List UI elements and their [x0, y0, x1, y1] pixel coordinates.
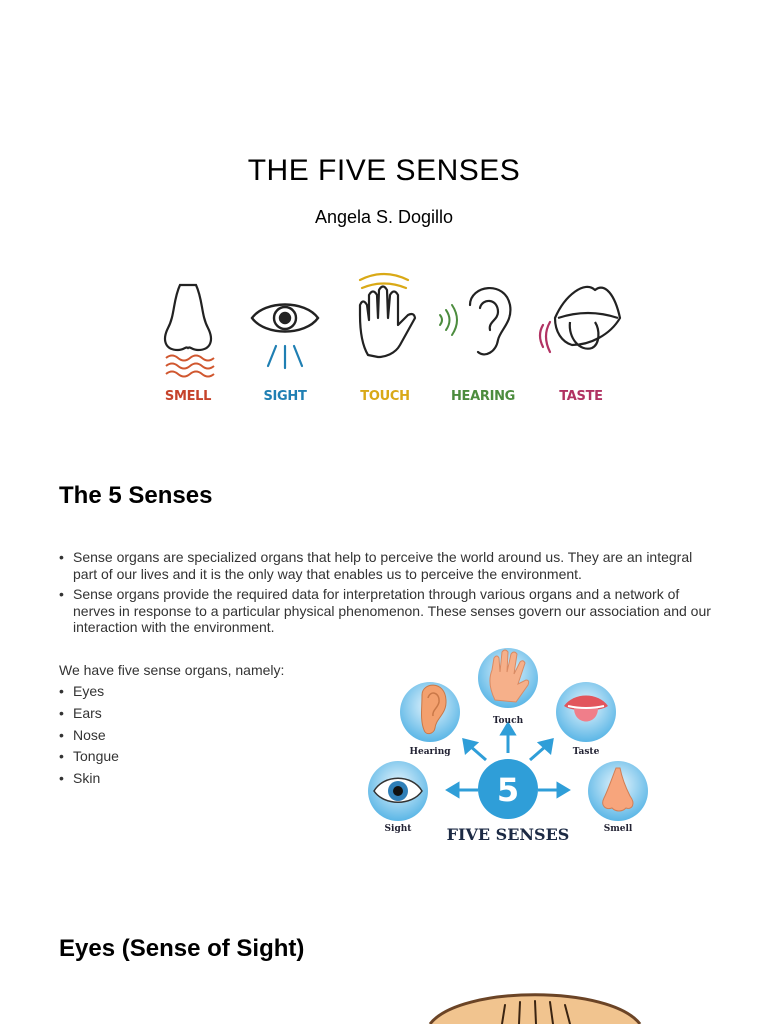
eye-icon — [250, 303, 320, 333]
eye-illustration — [428, 993, 642, 1024]
strip-label-smell: SMELL — [165, 389, 211, 404]
strip-label-hearing: HEARING — [451, 389, 515, 404]
label-hearing: Hearing — [409, 747, 451, 757]
author-name: Angela S. Dogillo — [314, 207, 454, 227]
nose-icon — [602, 767, 634, 812]
organ-item-eyes: Eyes — [59, 682, 119, 704]
ear-icon — [421, 684, 447, 735]
bullet-item: Sense organs provide the required data f… — [59, 586, 719, 636]
eyes-heading: Eyes (Sense of Sight) — [59, 935, 305, 962]
strip-label-taste: TASTE — [559, 389, 603, 404]
mouth-icon — [553, 285, 622, 350]
label-taste: Taste — [573, 747, 600, 757]
mouth-icon — [564, 695, 608, 722]
label-sight: Sight — [385, 824, 413, 834]
page-title: THE FIVE SENSES — [247, 154, 521, 187]
strip-label-sight: SIGHT — [263, 389, 307, 404]
organ-item-nose: Nose — [59, 726, 119, 748]
hearing-waves-icon — [439, 304, 458, 336]
organ-list: Eyes Ears Nose Tongue Skin — [59, 682, 119, 791]
hand-icon — [358, 285, 417, 359]
organ-item-skin: Skin — [59, 769, 119, 791]
taste-waves-icon — [538, 320, 552, 354]
eyelashes-icon — [501, 1000, 571, 1024]
label-touch: Touch — [493, 716, 524, 726]
organ-item-tongue: Tongue — [59, 747, 119, 769]
bullet-item: Sense organs are specialized organs that… — [59, 549, 719, 582]
label-smell: Smell — [604, 824, 633, 834]
strip-label-touch: TOUCH — [360, 389, 409, 404]
five-senses-diagram: 5 Touch Hearing Taste Sight Smell FIVE S… — [368, 648, 648, 844]
eye-icon — [373, 777, 423, 803]
hand-icon — [489, 649, 530, 703]
sight-rays-icon — [266, 344, 304, 370]
organ-item-ears: Ears — [59, 704, 119, 726]
section-heading: The 5 Senses — [59, 482, 213, 509]
description-bullets: Sense organs are specialized organs that… — [59, 549, 719, 640]
center-number: 5 — [497, 771, 519, 809]
smell-waves-icon — [165, 354, 215, 378]
diagram-title: FIVE SENSES — [447, 825, 570, 844]
organs-intro: We have five sense organs, namely: — [59, 662, 285, 678]
nose-icon — [164, 283, 212, 352]
five-senses-illustration: SMELL SIGHT TOUCH HEARING TASTE — [164, 272, 622, 404]
touch-arcs-icon — [358, 272, 410, 290]
ear-icon — [468, 287, 512, 356]
arrows — [445, 721, 571, 799]
center-circle — [478, 759, 538, 819]
